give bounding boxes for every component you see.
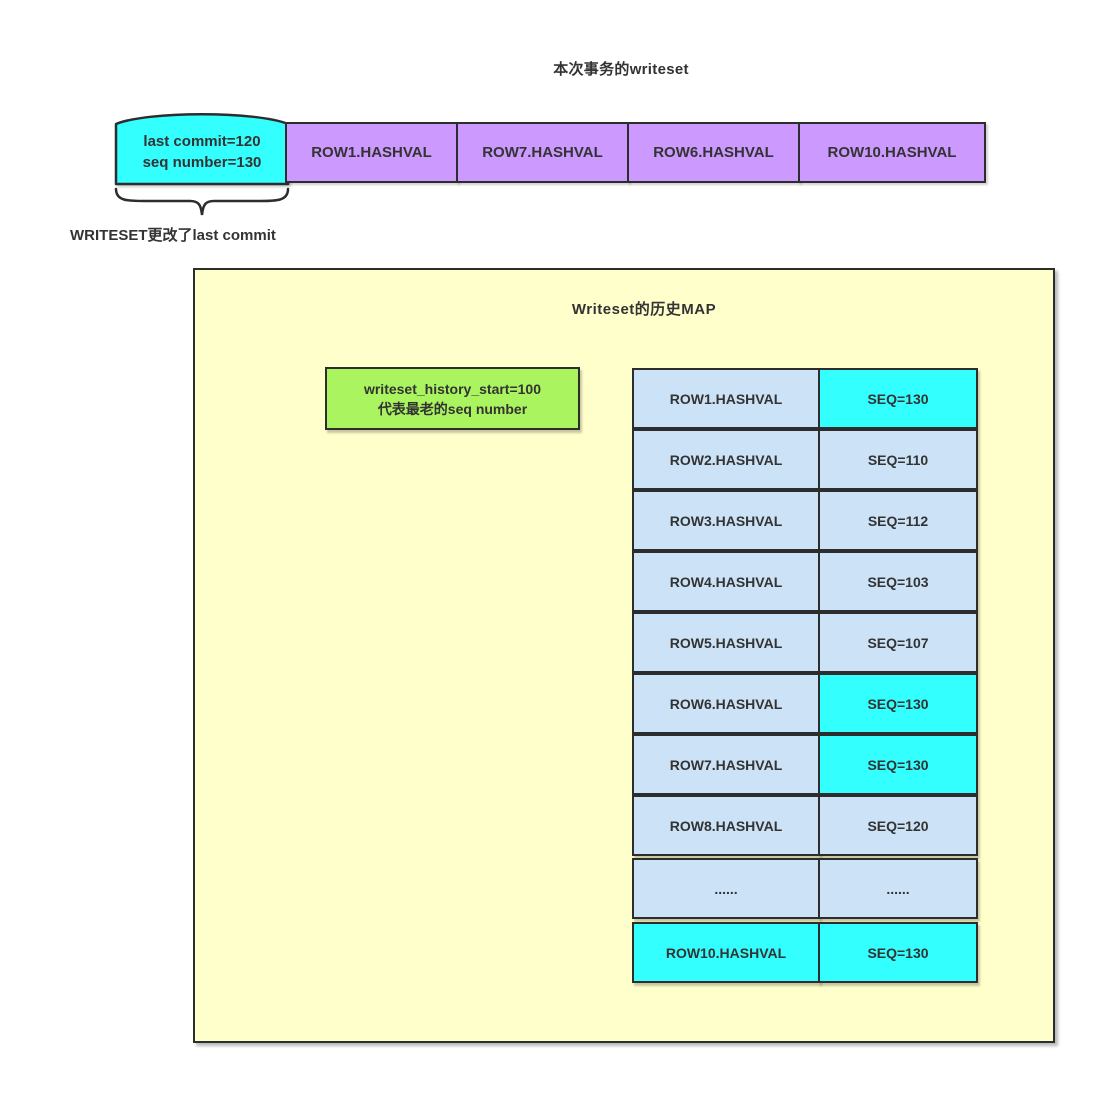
meta-last-commit: last commit=120 xyxy=(143,133,261,150)
hash-cell: ...... xyxy=(632,858,820,919)
seq-cell: ...... xyxy=(818,858,978,919)
brace-label: WRITESET更改了last commit xyxy=(70,227,276,244)
hash-cell: ROW5.HASHVAL xyxy=(632,612,820,673)
note-line2: 代表最老的seq number xyxy=(377,400,528,417)
writeset-cell: ROW6.HASHVAL xyxy=(627,122,800,183)
meta-seq-number: seq number=130 xyxy=(142,154,262,171)
hash-cell: ROW4.HASHVAL xyxy=(632,551,820,612)
hash-cell: ROW8.HASHVAL xyxy=(632,795,820,856)
seq-cell: SEQ=120 xyxy=(818,795,978,856)
seq-cell: SEQ=130 xyxy=(818,922,978,983)
hash-cell: ROW10.HASHVAL xyxy=(632,922,820,983)
writeset-cell: ROW7.HASHVAL xyxy=(456,122,629,183)
seq-cell: SEQ=107 xyxy=(818,612,978,673)
curly-brace-icon xyxy=(114,187,290,216)
writeset-title: 本次事务的writeset xyxy=(553,61,689,78)
history-map-title: Writeset的历史MAP xyxy=(571,301,717,318)
hash-cell: ROW6.HASHVAL xyxy=(632,673,820,734)
history-map-container: Writeset的历史MAP writeset_history_start=10… xyxy=(193,268,1055,1043)
hash-cell: ROW3.HASHVAL xyxy=(632,490,820,551)
hash-cell: ROW7.HASHVAL xyxy=(632,734,820,795)
table-row: ............ xyxy=(632,858,980,919)
hash-cell: ROW1.HASHVAL xyxy=(632,368,820,429)
seq-cell: SEQ=130 xyxy=(818,368,978,429)
seq-cell: SEQ=112 xyxy=(818,490,978,551)
seq-cell: SEQ=103 xyxy=(818,551,978,612)
seq-cell: SEQ=130 xyxy=(818,673,978,734)
writeset-meta-text: last commit=120 seq number=130 xyxy=(117,131,287,173)
seq-cell: SEQ=130 xyxy=(818,734,978,795)
writeset-cell: ROW10.HASHVAL xyxy=(798,122,986,183)
writeset-cell: ROW1.HASHVAL xyxy=(285,122,458,183)
seq-cell: SEQ=110 xyxy=(818,429,978,490)
hash-cell: ROW2.HASHVAL xyxy=(632,429,820,490)
note-line1: writeset_history_start=100 xyxy=(363,380,542,397)
history-start-note: writeset_history_start=100 代表最老的seq numb… xyxy=(325,367,580,430)
